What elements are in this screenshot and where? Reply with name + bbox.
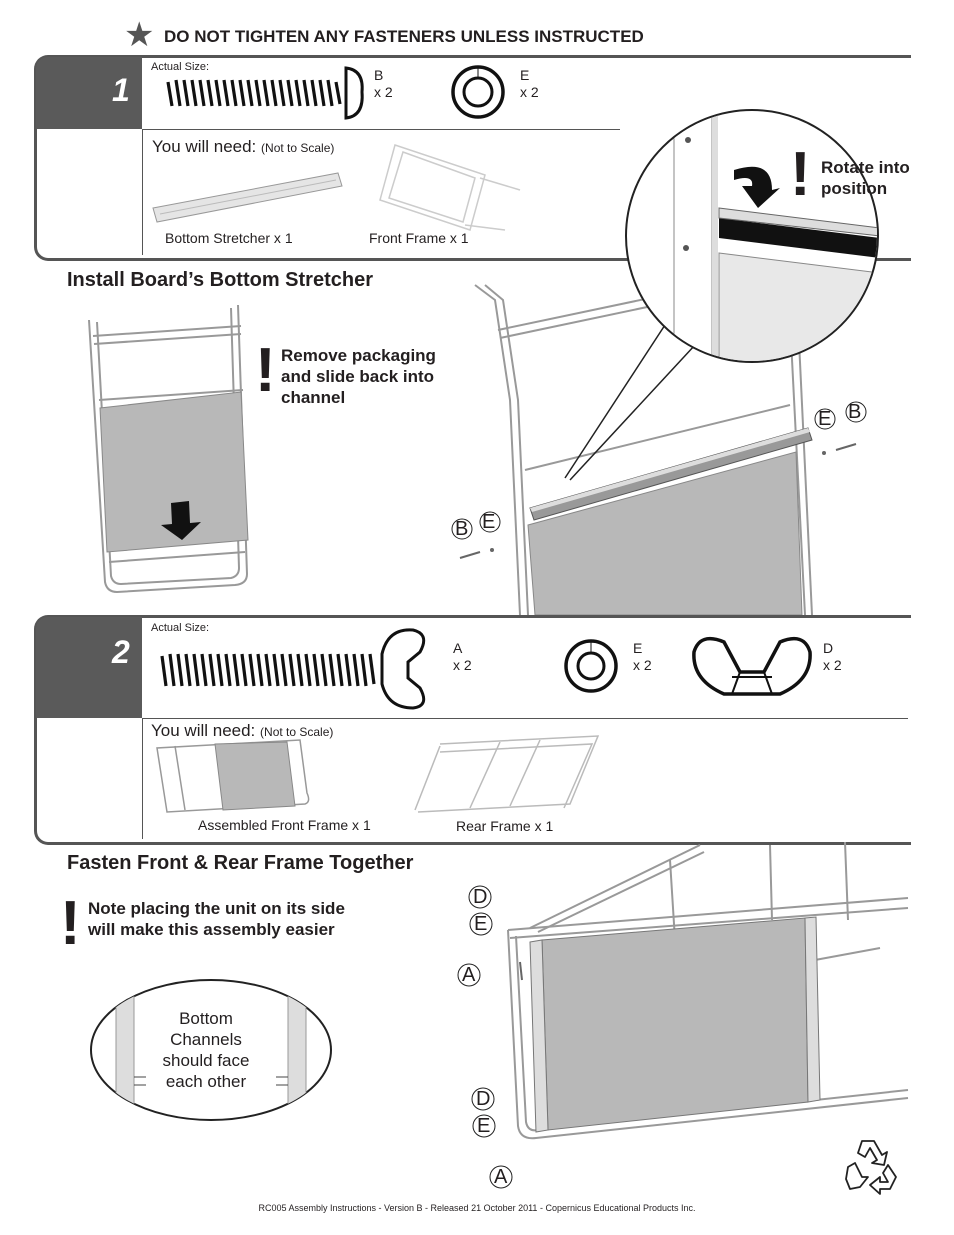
zoom-callout-lines (564, 301, 696, 481)
star-icon: ★ (124, 16, 155, 54)
exclamation-icon: ! (60, 889, 81, 958)
exclamation-icon: ! (790, 140, 811, 209)
marker-b: B (848, 401, 862, 423)
need-item: Assembled Front Frame x 1 (198, 817, 371, 833)
step1-number: 1 (112, 72, 130, 108)
marker-e: E (477, 1115, 491, 1137)
fastener-markers (814, 401, 867, 455)
callout-rotate: Rotate into position (821, 158, 910, 198)
need-item: Front Frame x 1 (369, 230, 469, 246)
you-will-need: You will need: (Not to Scale) (152, 137, 335, 156)
front-frame-board-illustration (88, 304, 249, 594)
step2-box (34, 615, 911, 845)
marker-d: D (473, 886, 488, 908)
you-will-need: You will need: (Not to Scale) (151, 721, 334, 740)
step2-heading: Fasten Front & Rear Frame Together (67, 852, 414, 874)
actual-size-label: Actual Size: (151, 622, 210, 634)
need-item: Bottom Stretcher x 1 (165, 230, 293, 246)
divider (142, 718, 143, 839)
step1-heading: Install Board’s Bottom Stretcher (67, 269, 373, 291)
bottom-channels-detail (90, 979, 332, 1121)
marker-a: A (462, 964, 476, 986)
bolt-b-icon (166, 66, 364, 120)
marker-e: E (482, 511, 496, 533)
washer-e-icon (564, 639, 618, 693)
marker-d: D (476, 1088, 491, 1110)
step1-box (34, 55, 911, 261)
bottom-stretcher-install-diagram (474, 284, 813, 615)
exclamation-icon: ! (255, 336, 276, 405)
divider (142, 718, 908, 719)
need-item: Rear Frame x 1 (456, 818, 554, 834)
divider (142, 129, 620, 130)
rear-frame-illustration (414, 735, 600, 813)
front-frame-illustration (379, 144, 521, 231)
washer-e-icon (451, 65, 505, 119)
assembled-front-frame-illustration (156, 739, 310, 813)
note-side-placement: Note placing the unit on its side will m… (88, 899, 345, 939)
footer-text: RC005 Assembly Instructions - Version B … (258, 1203, 696, 1213)
zoom-detail-circle (625, 109, 879, 363)
marker-e: E (818, 408, 832, 430)
frame-fastening-diagram (507, 841, 909, 1140)
fastener-markers (457, 885, 513, 1189)
bottom-stretcher-illustration (152, 172, 343, 223)
step1-number-panel (36, 57, 142, 129)
warning-text: DO NOT TIGHTEN ANY FASTENERS UNLESS INST… (164, 27, 644, 46)
divider (142, 129, 143, 255)
wing-nut-d-icon (692, 636, 812, 696)
fastener-markers (451, 511, 501, 559)
callout-remove-packaging: Remove packaging and slide back into cha… (281, 346, 436, 407)
step2-number-panel (36, 617, 142, 718)
marker-b: B (455, 518, 469, 540)
step2-number: 2 (112, 634, 130, 670)
marker-e: E (474, 913, 488, 935)
bubble-text: Bottom Channels should face each other (162, 1009, 250, 1091)
marker-a: A (494, 1166, 508, 1188)
actual-size-label: Actual Size: (151, 61, 210, 73)
recycle-icon (845, 1140, 897, 1195)
bolt-a-icon (160, 628, 426, 710)
